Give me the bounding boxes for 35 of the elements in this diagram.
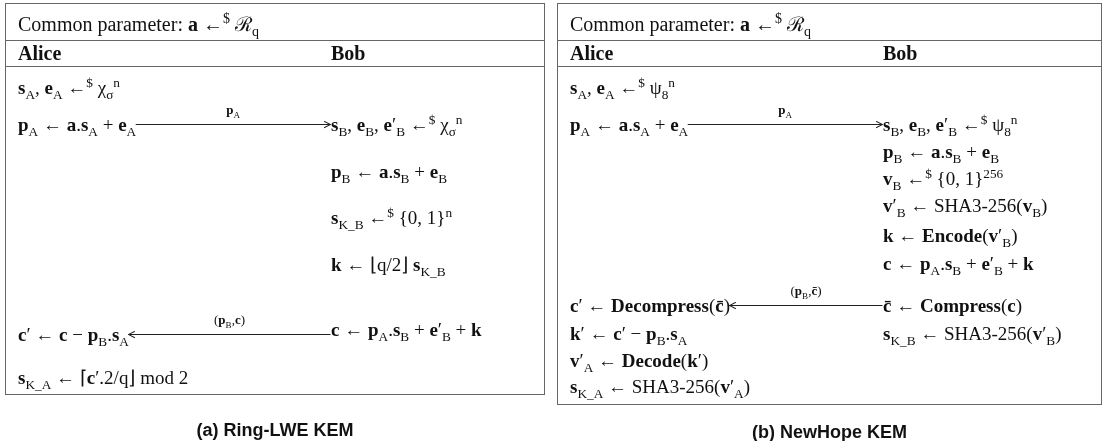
formula-text: s$_{K_A}$ ← SHA3-256(v′$_{A}$) <box>570 374 751 400</box>
formula-text: k ← Encode(v′$_{B}$) <box>883 223 1018 249</box>
formula-text: c ← p$_{A}$.s$_{B}$ + e′$_{B}$ + k <box>331 317 482 343</box>
formula-text: v′$_{B}$ ← SHA3-256(v$_{B}$) <box>883 193 1048 219</box>
formula-text: c′ ← c − p$_{B}$.s$_{A}$ <box>18 322 129 348</box>
protocol-table <box>5 3 545 395</box>
formula-text: s$_{K_B}$ ← SHA3-256(v′$_{B}$) <box>883 321 1062 347</box>
message-arrow <box>127 330 332 339</box>
table-heading: Common parameter: a ←$^{$}$ ℛ$_{q}$ <box>570 10 811 37</box>
column-heading: Alice <box>570 42 614 65</box>
protocol-table <box>557 3 1102 405</box>
formula-text: p$_{B}$ ← a.s$_{B}$ + e$_{B}$ <box>331 159 447 185</box>
formula-text: p$_{B}$ ← a.s$_{B}$ + e$_{B}$ <box>883 139 999 165</box>
formula-text: k ← ⌊q/2⌋ s$_{K_B}$ <box>331 252 446 278</box>
edge-label: (p$_{B}$,c) <box>213 312 245 327</box>
column-heading: Bob <box>331 42 366 65</box>
column-heading: Bob <box>883 42 918 65</box>
edge-label: (p$_{B}$,c̄) <box>790 283 822 298</box>
table-heading: Common parameter: a ←$^{$}$ ℛ$_{q}$ <box>18 10 259 37</box>
message-arrow <box>135 120 332 129</box>
formula-text: p$_{A}$ ← a.s$_{A}$ + e$_{A}$ <box>18 112 137 138</box>
figure-caption: (b) NewHope KEM <box>752 422 907 441</box>
formula-text: c′ ← Decompress(c̄) <box>570 293 730 319</box>
formula-text: s$_{K_A}$ ← ⌈c′.2/q⌋ mod 2 <box>18 365 189 391</box>
formula-text: c ← p$_{A}$.s$_{B}$ + e′$_{B}$ + k <box>883 251 1034 277</box>
message-arrow <box>728 301 884 310</box>
formula-text: v′$_{A}$ ← Decode(k′) <box>570 348 709 374</box>
message-arrow <box>687 120 884 129</box>
column-heading: Alice <box>18 42 62 65</box>
figure-caption: (a) Ring-LWE KEM <box>196 420 354 441</box>
formula-text: v$_{B}$ ←$^{$}$ {0, 1}$^{256}$ <box>883 166 1004 192</box>
formula-text: k′ ← c′ − p$_{B}$.s$_{A}$ <box>570 321 688 347</box>
formula-text: c̄ ← Compress(c) <box>883 293 1022 319</box>
formula-text: p$_{A}$ ← a.s$_{A}$ + e$_{A}$ <box>570 112 689 138</box>
formula-text: s$_{K_B}$ ←$^{$}$ {0, 1}$^{n}$ <box>331 205 453 231</box>
